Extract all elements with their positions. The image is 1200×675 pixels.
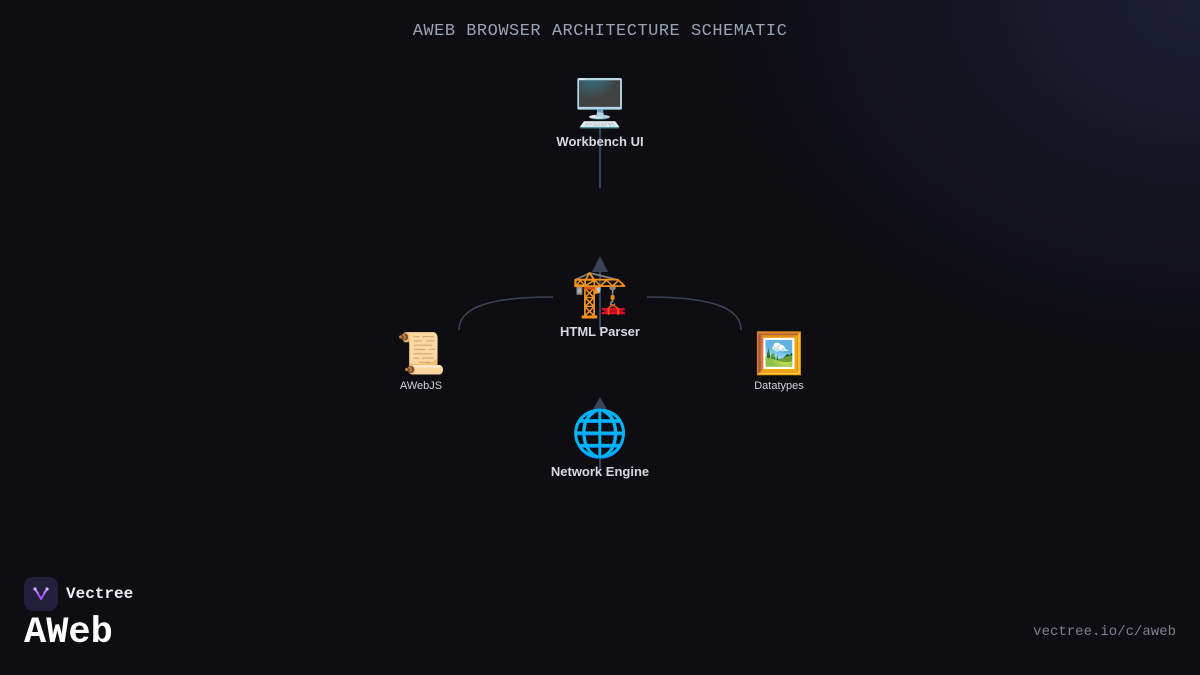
node-network-engine[interactable]: 🌐 Network Engine bbox=[551, 410, 649, 479]
brand-name[interactable]: Vectree bbox=[66, 585, 134, 603]
arrowhead-parser bbox=[592, 256, 608, 272]
node-label: AWebJS bbox=[399, 380, 443, 392]
node-awebjs[interactable]: 📜 AWebJS bbox=[396, 334, 446, 392]
source-url-link[interactable]: vectree.io/c/aweb bbox=[1033, 624, 1176, 640]
vectree-logo-icon[interactable] bbox=[24, 577, 58, 611]
framed-picture-icon: 🖼️ bbox=[754, 331, 804, 377]
node-label: Network Engine bbox=[550, 464, 650, 479]
diagram-title: AWEB BROWSER ARCHITECTURE SCHEMATIC bbox=[412, 22, 788, 41]
globe-icon: 🌐 bbox=[571, 406, 629, 460]
brand-block: Vectree AWeb bbox=[24, 577, 133, 652]
edge-parser-datatypes bbox=[646, 296, 742, 331]
edge-parser-awebjs bbox=[458, 296, 554, 331]
product-title: AWeb bbox=[24, 612, 113, 654]
node-workbench-ui[interactable]: 🖥️ Workbench UI bbox=[556, 80, 643, 149]
node-datatypes[interactable]: 🖼️ Datatypes bbox=[754, 334, 804, 392]
construction-crane-icon: 🏗️ bbox=[571, 266, 629, 320]
node-label: Workbench UI bbox=[556, 134, 644, 149]
node-html-parser[interactable]: 🏗️ HTML Parser bbox=[560, 270, 640, 339]
desktop-computer-icon: 🖥️ bbox=[571, 76, 629, 130]
node-label: Datatypes bbox=[754, 380, 804, 392]
arrowhead-network bbox=[592, 397, 608, 411]
scroll-icon: 📜 bbox=[396, 331, 446, 377]
node-label: HTML Parser bbox=[560, 324, 640, 339]
